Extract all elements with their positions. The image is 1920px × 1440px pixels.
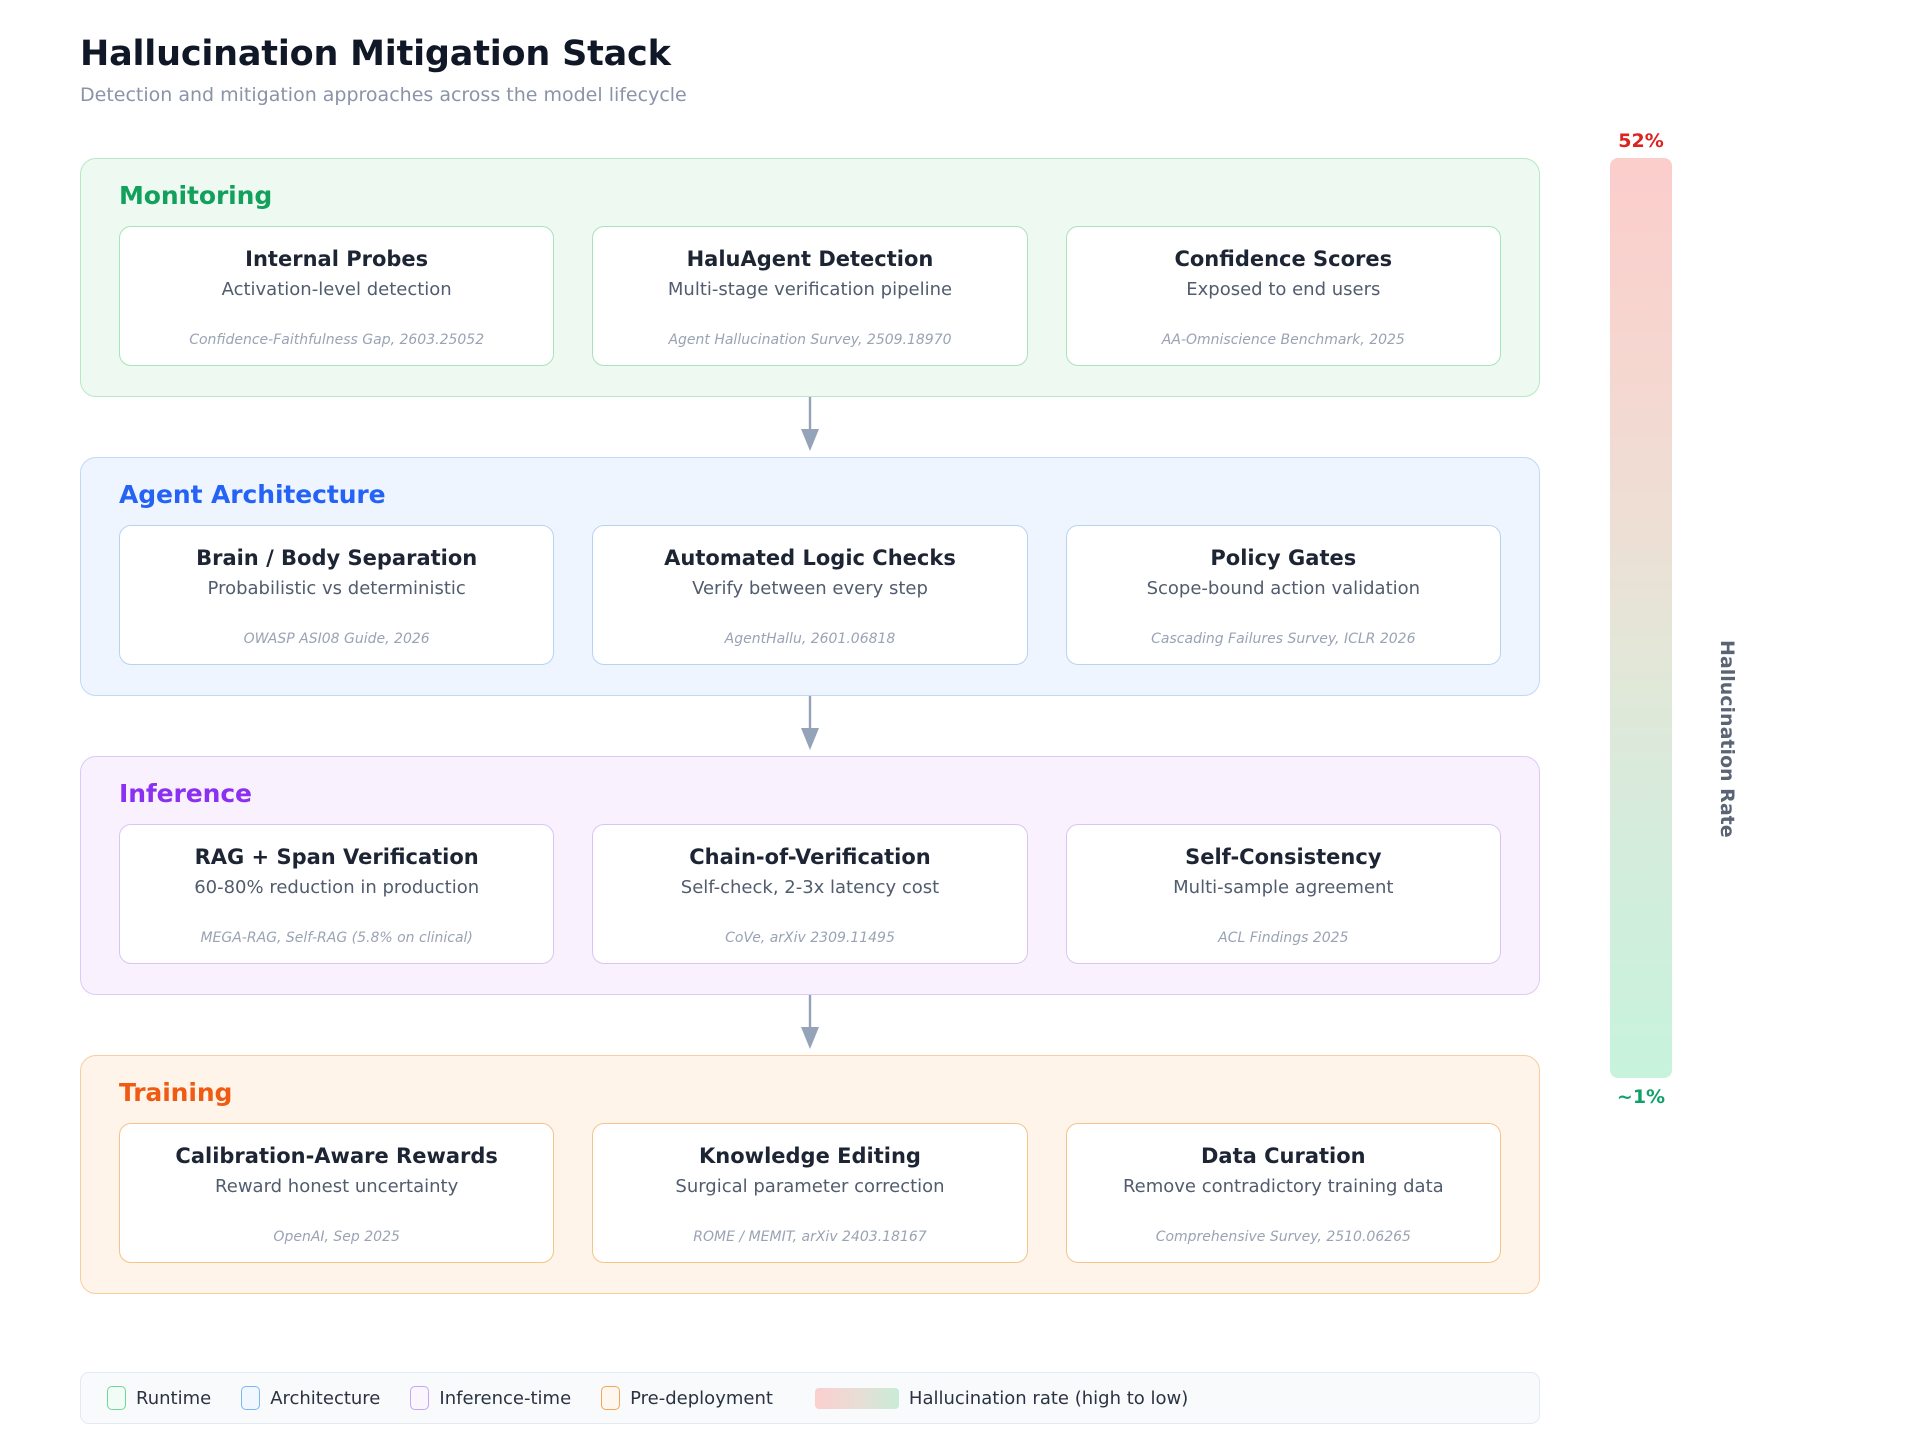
layer-title-training: Training — [119, 1078, 233, 1107]
card-subtitle: Probabilistic vs deterministic — [207, 578, 466, 600]
legend-label: Inference-time — [439, 1387, 572, 1409]
card-subtitle: Multi-stage verification pipeline — [667, 279, 953, 301]
legend-item-gradient: Hallucination rate (high to low) — [814, 1387, 1189, 1409]
card-citation: Confidence-Faithfulness Gap, 2603.25052 — [189, 332, 485, 349]
card-citation: Cascading Failures Survey, ICLR 2026 — [1151, 631, 1416, 648]
card-title: HaluAgent Detection — [686, 247, 934, 271]
card-subtitle: Exposed to end users — [1186, 279, 1381, 301]
card-subtitle: 60-80% reduction in production — [194, 877, 480, 899]
card-subtitle: Scope-bound action validation — [1146, 578, 1421, 600]
page-title: Hallucination Mitigation Stack — [80, 34, 671, 74]
legend-gradient-label: Hallucination rate (high to low) — [908, 1387, 1189, 1409]
legend-label: Pre-deployment — [630, 1387, 773, 1409]
card-citation: ACL Findings 2025 — [1218, 930, 1349, 947]
header: Hallucination Mitigation Stack Detection… — [80, 34, 687, 106]
legend-gradient-icon — [814, 1387, 899, 1409]
legend-label: Runtime — [136, 1387, 212, 1409]
card-title: RAG + Span Verification — [194, 845, 479, 869]
card-citation: AgentHallu, 2601.06818 — [724, 631, 896, 648]
colorbar-bottom-label: ~1% — [1616, 1086, 1666, 1108]
card-title: Knowledge Editing — [699, 1144, 921, 1168]
card-citation: OpenAI, Sep 2025 — [273, 1229, 400, 1246]
card-citation: ROME / MEMIT, arXiv 2403.18167 — [693, 1229, 927, 1246]
card-subtitle: Remove contradictory training data — [1122, 1176, 1444, 1198]
card-title: Policy Gates — [1210, 546, 1357, 570]
card-title: Self-Consistency — [1185, 845, 1382, 869]
legend: Runtime Architecture Inference-time Pre-dep… — [80, 1372, 1540, 1424]
card-title: Confidence Scores — [1174, 247, 1393, 271]
legend-item: Inference-time — [410, 1386, 571, 1410]
legend-item: Architecture — [241, 1386, 380, 1410]
legend-swatch-icon — [601, 1386, 621, 1410]
legend-item: Runtime — [107, 1386, 211, 1410]
card-citation: Comprehensive Survey, 2510.06265 — [1155, 1229, 1411, 1246]
card-subtitle: Self-check, 2-3x latency cost — [680, 877, 940, 899]
card-subtitle: Surgical parameter correction — [675, 1176, 945, 1198]
card-row: RAG + Span Verification 60-80% reduction … — [119, 824, 1501, 964]
legend-label: Architecture — [270, 1387, 381, 1409]
colorbar-gradient — [1610, 158, 1672, 1078]
colorbar-top-label: 52% — [1618, 130, 1664, 152]
flow-arrow-icon — [80, 995, 1540, 1055]
card-title: Automated Logic Checks — [664, 546, 956, 570]
card-title: Brain / Body Separation — [196, 546, 478, 570]
page-subtitle: Detection and mitigation approaches acro… — [80, 84, 687, 107]
card-title: Internal Probes — [245, 247, 429, 271]
legend-item: Pre-deployment — [601, 1386, 773, 1410]
layer-title-agent: Agent Architecture — [119, 480, 386, 509]
layer-title-monitoring: Monitoring — [119, 181, 273, 210]
layer-title-inference: Inference — [119, 779, 252, 808]
flow-arrow-icon — [80, 696, 1540, 756]
card-citation: Agent Hallucination Survey, 2509.18970 — [668, 332, 952, 349]
flow-arrow-icon — [80, 397, 1540, 457]
card-subtitle: Activation-level detection — [221, 279, 452, 301]
card-subtitle: Reward honest uncertainty — [215, 1176, 459, 1198]
card-citation: CoVe, arXiv 2309.11495 — [725, 930, 895, 947]
card-subtitle: Multi-sample agreement — [1173, 877, 1394, 899]
legend-swatch-icon — [410, 1386, 430, 1410]
card-subtitle: Verify between every step — [692, 578, 928, 600]
card-title: Chain-of-Verification — [689, 845, 931, 869]
colorbar-axis-title: Hallucination Rate — [1716, 640, 1738, 838]
card-citation: MEGA-RAG, Self-RAG (5.8% on clinical) — [200, 930, 473, 947]
card-citation: OWASP ASI08 Guide, 2026 — [243, 631, 430, 648]
legend-swatch-icon — [107, 1386, 126, 1410]
colorbar: 52% ~1% — [1610, 130, 1674, 1108]
card-citation: AA-Omniscience Benchmark, 2025 — [1161, 332, 1405, 349]
card-title: Calibration-Aware Rewards — [175, 1144, 498, 1168]
card-title: Data Curation — [1201, 1144, 1366, 1168]
card[interactable]: RAG + Span Verification 60-80% reduction … — [119, 824, 555, 964]
legend-swatch-icon — [241, 1386, 261, 1410]
